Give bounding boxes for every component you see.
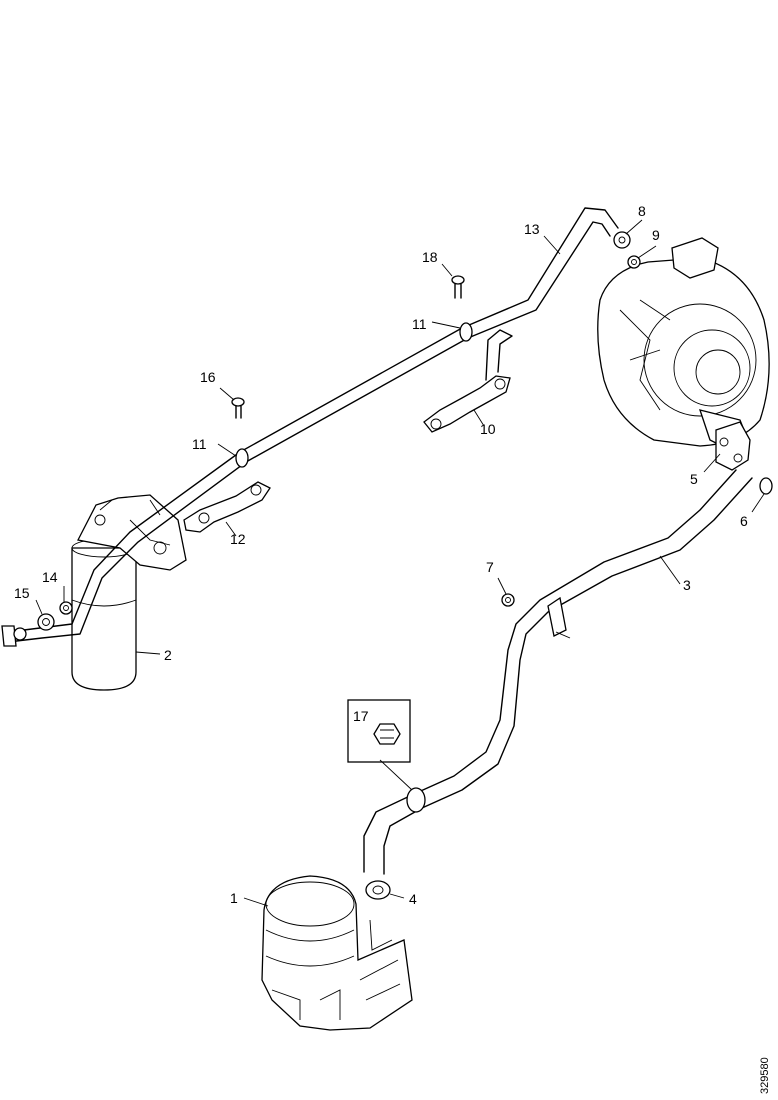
bracket-part-12	[183, 481, 271, 533]
banjo-fitting-parts-14-15	[37, 601, 73, 631]
callout-2: 2	[164, 647, 172, 663]
return-pipe-part-3	[363, 469, 753, 875]
callout-9: 9	[652, 227, 660, 243]
callout-17: 17	[353, 708, 369, 724]
callout-11-upper: 11	[412, 316, 427, 332]
document-number: 329580	[759, 1057, 771, 1094]
detail-box-part-17	[347, 699, 411, 763]
leader-lines	[35, 219, 765, 907]
callout-15: 15	[14, 585, 30, 601]
callout-8: 8	[638, 203, 646, 219]
turbocharger	[597, 237, 770, 451]
nut-part-7	[501, 593, 515, 607]
callout-labels: 1 2 3 4 5 6 7 8 9 10 11 11 12 13 14 15 1…	[14, 203, 748, 907]
callout-1: 1	[230, 890, 238, 906]
callout-14: 14	[42, 569, 58, 585]
bracket-part-10	[423, 329, 513, 433]
bolt-part-18	[451, 275, 465, 299]
callout-4: 4	[409, 891, 417, 907]
flange-part-5	[715, 421, 751, 471]
oil-pipe-part-13	[1, 207, 619, 647]
callout-12: 12	[230, 531, 246, 547]
bolt-part-16	[231, 397, 245, 419]
callout-6: 6	[740, 513, 748, 529]
fitting-parts-8-9	[613, 231, 641, 269]
callout-5: 5	[690, 471, 698, 487]
callout-18: 18	[422, 249, 438, 265]
callout-13: 13	[524, 221, 540, 237]
callout-3: 3	[683, 577, 691, 593]
seal-part-4	[365, 880, 391, 900]
callout-16: 16	[200, 369, 216, 385]
callout-7: 7	[486, 559, 494, 575]
callout-10: 10	[480, 421, 496, 437]
bolt-part-6	[759, 477, 773, 495]
oil-pump-part-1	[261, 875, 413, 1031]
callout-11-lower: 11	[192, 436, 207, 452]
